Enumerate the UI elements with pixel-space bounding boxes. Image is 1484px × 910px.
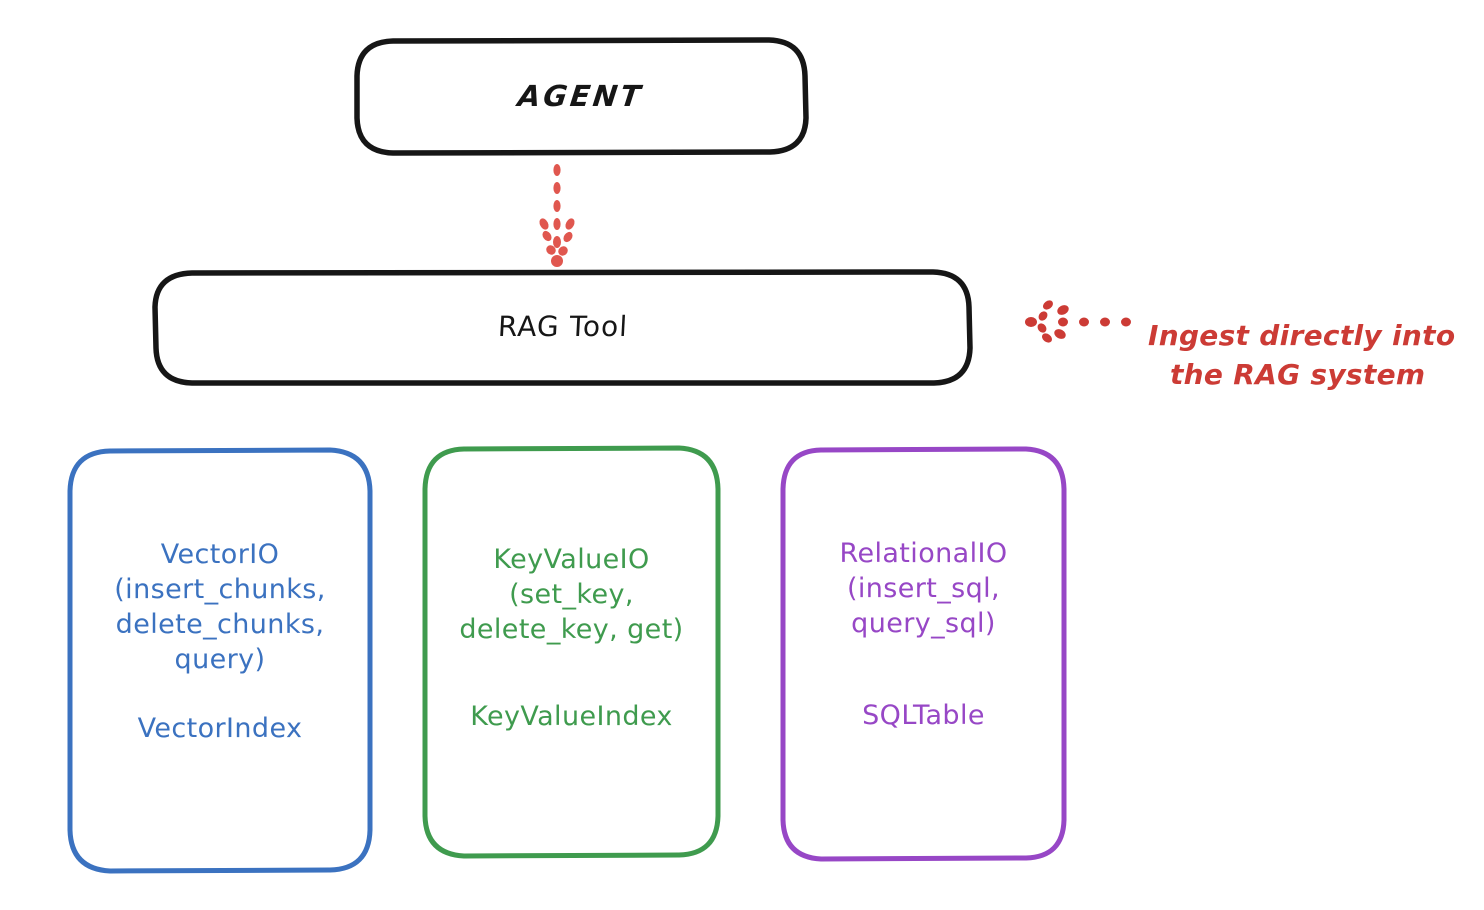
node-agent[interactable]: AGENT: [356, 39, 806, 154]
ingest-annotation-line-1: Ingest directly into: [1148, 319, 1456, 352]
relational-io-api-label: RelationalIO (insert_sql, query_sql): [839, 538, 1008, 639]
rag-tool-label: RAG Tool: [496, 310, 629, 343]
key-value-io-api-label: KeyValueIO (set_key, delete_key, get): [459, 544, 684, 645]
node-vector-io[interactable]: VectorIO (insert_chunks, delete_chunks, …: [70, 449, 370, 872]
vector-index-label: VectorIndex: [137, 713, 303, 744]
key-value-index-label: KeyValueIndex: [470, 701, 673, 732]
agent-to-rag-connector: [539, 164, 575, 267]
annotation-to-rag-connector: [1025, 300, 1131, 343]
vector-io-api-label: VectorIO (insert_chunks, delete_chunks, …: [114, 539, 326, 675]
agent-label: AGENT: [516, 79, 646, 113]
ingest-annotation: Ingest directly into the RAG system: [1148, 277, 1478, 433]
sql-table-label: SQLTable: [862, 700, 985, 731]
node-key-value-io[interactable]: KeyValueIO (set_key, delete_key, get) Ke…: [425, 447, 718, 856]
node-rag-tool[interactable]: RAG Tool: [155, 271, 970, 383]
node-relational-io[interactable]: RelationalIO (insert_sql, query_sql) SQL…: [783, 448, 1064, 859]
ingest-annotation-line-2: the RAG system: [1170, 358, 1426, 391]
